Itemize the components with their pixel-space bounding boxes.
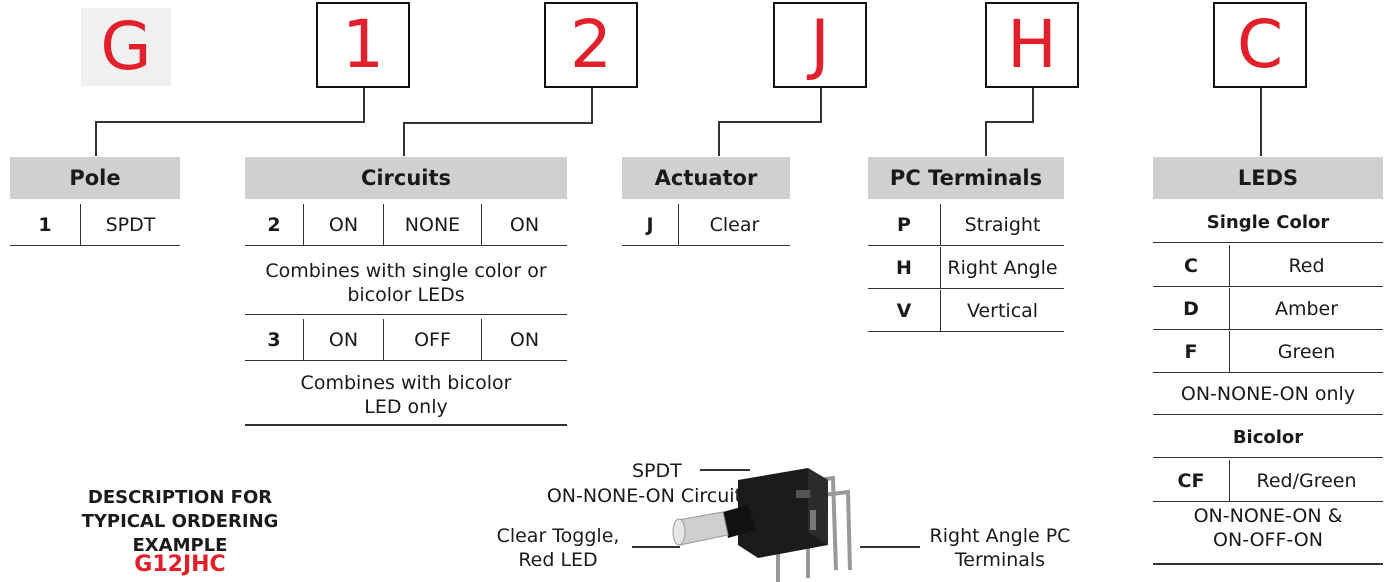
terminal-key: V [896, 299, 912, 322]
circuits-header: Circuits [245, 157, 567, 199]
circuit-note: Combines with single color or bicolor LE… [245, 255, 567, 315]
code-box-terminals: H [985, 2, 1079, 88]
callout-toggle: Clear Toggle, Red LED [496, 525, 620, 571]
connector-circuits [591, 88, 593, 123]
callout-terminals-line [860, 546, 920, 548]
circuit-note: Combines with bicolor LED only [300, 372, 512, 418]
bicolor-note: ON-NONE-ON & ON-OFF-ON [1193, 505, 1343, 551]
led-key: CF [1177, 469, 1205, 492]
table-row: 3 ON OFF ON [245, 319, 567, 361]
switch-illustration [672, 468, 852, 582]
terminals-header: PC Terminals [868, 157, 1064, 199]
circuits-bottom-rule [245, 424, 567, 426]
table-row: J Clear [622, 204, 790, 246]
actuator-key: J [646, 213, 654, 236]
callout-spdt-line [700, 469, 750, 471]
led-key: D [1183, 297, 1199, 320]
actuator-value: Clear [678, 204, 790, 245]
terminal-key: H [896, 256, 912, 279]
table-row: P Straight [868, 204, 1064, 246]
table-row: V Vertical [868, 290, 1064, 332]
led-key: C [1184, 254, 1198, 277]
connector-terminals [985, 121, 987, 156]
led-value: Red/Green [1229, 460, 1383, 501]
code-letter: J [810, 6, 830, 83]
code-box-circuit-2: 2 [544, 2, 638, 88]
terminal-key: P [897, 213, 911, 236]
leds-bottom-rule [1153, 563, 1383, 565]
led-value: Amber [1229, 288, 1383, 329]
callout-spdt: SPDT [632, 460, 682, 482]
code-box-led: C [1213, 2, 1307, 88]
pole-key: 1 [38, 213, 52, 236]
table-row: 2 ON NONE ON [245, 204, 567, 246]
circuit-value: OFF [383, 319, 481, 360]
actuator-header: Actuator [622, 157, 790, 199]
circuit-value: ON [303, 204, 383, 245]
connector-pole [95, 121, 97, 156]
circuit-value: ON [481, 319, 567, 360]
connector-terminals [985, 121, 1034, 123]
connector-circuits [403, 122, 593, 124]
code-box-pole: G [81, 8, 171, 86]
led-key: F [1184, 340, 1198, 363]
callout-terminals: Right Angle PC Terminals [929, 525, 1071, 571]
code-box-actuator: J [773, 2, 867, 88]
circuit-value: NONE [383, 204, 481, 245]
connector-led [1260, 88, 1262, 156]
callout-toggle-line [632, 546, 680, 548]
callout-circuit: ON-NONE-ON Circuit [546, 485, 742, 507]
circuit-value: ON [481, 204, 567, 245]
terminal-value: Vertical [940, 290, 1064, 331]
single-color-note: ON-NONE-ON only [1153, 374, 1383, 415]
table-row: D Amber [1153, 288, 1383, 330]
single-color-label: Single Color [1153, 202, 1383, 243]
table-row: CF Red/Green [1153, 460, 1383, 502]
code-letter: C [1236, 6, 1284, 83]
bicolor-label: Bicolor [1153, 417, 1383, 458]
ordering-example: G12JHC [134, 552, 226, 577]
description-title: DESCRIPTION FOR TYPICAL ORDERING EXAMPLE [81, 487, 279, 556]
terminal-value: Straight [940, 204, 1064, 245]
circuit-key: 3 [267, 328, 281, 351]
leds-header: LEDS [1153, 157, 1383, 199]
code-letter: H [1007, 6, 1057, 83]
table-row: 1 SPDT [10, 204, 180, 246]
connector-terminals [1032, 88, 1034, 122]
connector-pole [363, 88, 365, 122]
table-row: F Green [1153, 331, 1383, 373]
code-letter: 1 [342, 6, 384, 83]
bushing-icon [723, 505, 756, 538]
connector-actuator [718, 121, 822, 123]
code-letter: 2 [570, 6, 612, 83]
circuit-key: 2 [267, 213, 281, 236]
table-row: C Red [1153, 245, 1383, 287]
code-box-circuit-1: 1 [316, 2, 410, 88]
circuit-value: ON [303, 319, 383, 360]
pole-header: Pole [10, 157, 180, 199]
code-letter: G [100, 8, 152, 85]
clear-toggle-icon [677, 511, 729, 546]
connector-actuator [820, 88, 822, 122]
terminal-value: Right Angle [940, 247, 1064, 288]
led-value: Red [1229, 245, 1383, 286]
connector-pole [95, 121, 365, 123]
pole-value: SPDT [80, 204, 180, 245]
connector-circuits [403, 122, 405, 156]
led-value: Green [1229, 331, 1383, 372]
connector-actuator [718, 121, 720, 156]
table-row: H Right Angle [868, 247, 1064, 289]
